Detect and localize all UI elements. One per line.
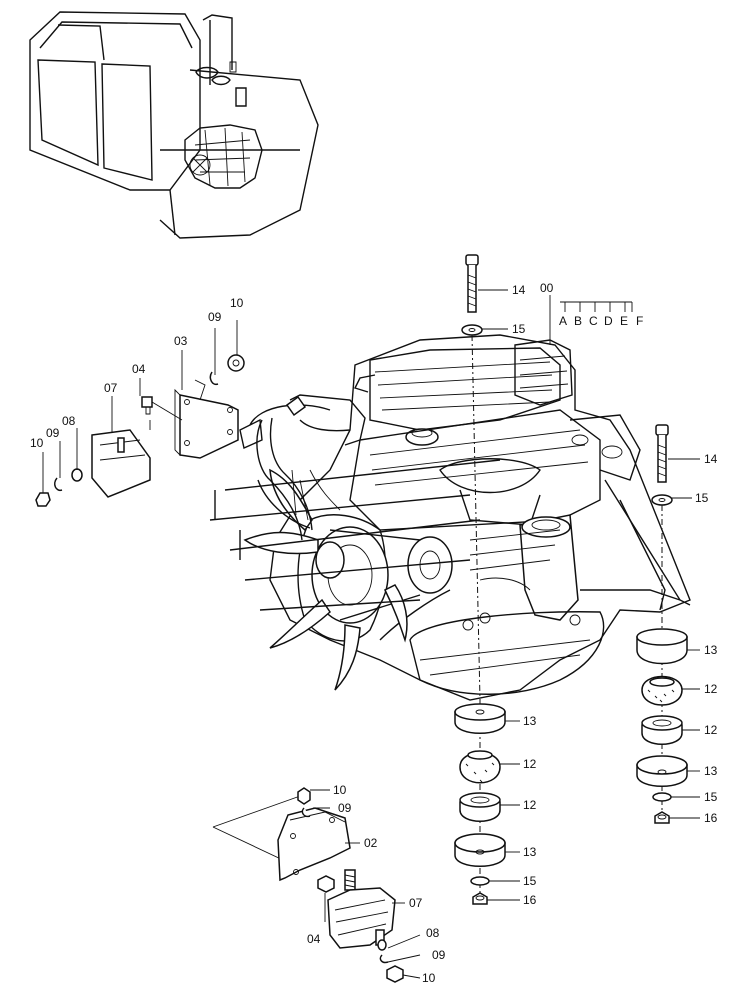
callout-label: 15 [523, 874, 537, 888]
callout-label: 12 [523, 757, 537, 771]
callout-label: 14 [704, 452, 718, 466]
variant-label-f: F [636, 314, 643, 328]
callout-label: 02 [364, 836, 378, 850]
labels: 00 A B C D E F 14 15 14 15 13 12 12 13 1… [30, 281, 718, 985]
callout-label: 14 [512, 283, 526, 297]
lower-front-mount-group [212, 787, 404, 983]
callout-label: 09 [338, 801, 352, 815]
assembly-code-label: 00 [540, 281, 554, 295]
callout-label: 04 [132, 362, 146, 376]
left-mount-bracket-group [35, 354, 245, 507]
callout-label: 15 [695, 491, 709, 505]
callout-label: 13 [704, 764, 718, 778]
variant-label-c: C [589, 314, 598, 328]
leader-lines [42, 289, 700, 979]
center-mount-stack [454, 700, 506, 905]
callout-label: 07 [409, 896, 423, 910]
callout-label: 12 [704, 723, 718, 737]
callout-label: 10 [422, 971, 436, 985]
callout-label: 12 [523, 798, 537, 812]
variant-label-d: D [604, 314, 613, 328]
callout-label: 03 [174, 334, 188, 348]
callout-label: 07 [104, 381, 118, 395]
callout-label: 15 [512, 322, 526, 336]
machine-overview-illustration [29, 11, 319, 239]
callout-label: 16 [523, 893, 537, 907]
callout-label: 13 [704, 643, 718, 657]
engine-block-illustration [209, 334, 691, 701]
callout-label: 13 [523, 845, 537, 859]
callout-label: 16 [704, 811, 718, 825]
right-mount-stack [636, 628, 688, 824]
variant-label-e: E [620, 314, 628, 328]
callout-label: 09 [208, 310, 222, 324]
callout-label: 15 [704, 790, 718, 804]
callout-label: 09 [432, 948, 446, 962]
callout-label: 04 [307, 932, 321, 946]
callout-label: 10 [30, 436, 44, 450]
callout-label: 09 [46, 426, 60, 440]
variant-label-a: A [559, 314, 567, 328]
callout-label: 13 [523, 714, 537, 728]
variant-label-b: B [574, 314, 582, 328]
callout-label: 08 [426, 926, 440, 940]
callout-label: 10 [333, 783, 347, 797]
callout-label: 12 [704, 682, 718, 696]
callout-label: 08 [62, 414, 76, 428]
callout-label: 10 [230, 296, 244, 310]
